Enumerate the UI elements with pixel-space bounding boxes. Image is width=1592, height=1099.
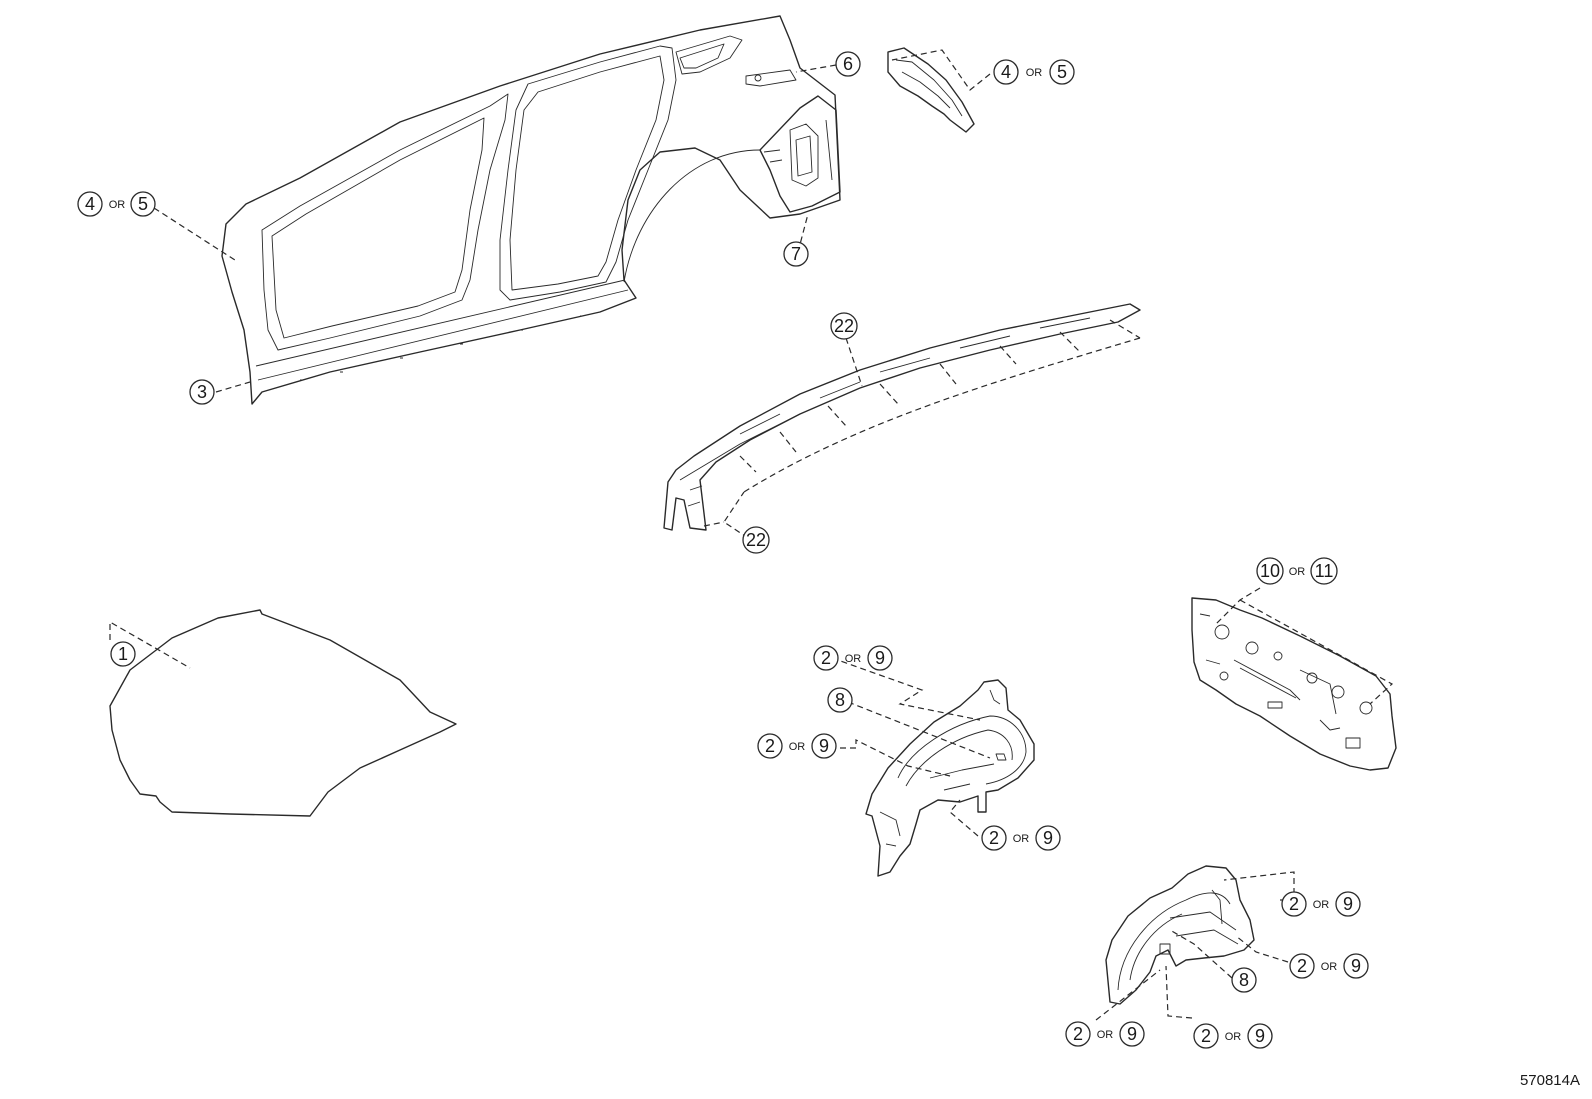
svg-text:OR: OR	[1013, 833, 1030, 845]
roof-side-bracket	[887, 47, 975, 133]
hood-panel	[109, 609, 457, 817]
svg-text:1: 1	[118, 644, 128, 664]
svg-text:7: 7	[791, 244, 801, 264]
svg-text:OR: OR	[1313, 899, 1330, 911]
svg-text:OR: OR	[1289, 566, 1306, 578]
svg-text:OR: OR	[109, 199, 126, 211]
svg-text:6: 6	[843, 54, 853, 74]
callout-2-or-9-c: 2 OR 9	[981, 825, 1061, 851]
svg-text:10: 10	[1260, 561, 1280, 581]
svg-text:OR: OR	[789, 741, 806, 753]
svg-text:9: 9	[875, 648, 885, 668]
callout-4-or-5-left: 4 OR 5	[77, 191, 156, 217]
callout-8-lower: 8	[1231, 967, 1257, 993]
callout-2-or-9-f: 2 OR 9	[1065, 1021, 1145, 1047]
callout-3: 3	[189, 379, 215, 405]
callout-10-or-11: 10 OR 11	[1256, 557, 1338, 585]
svg-text:9: 9	[1255, 1026, 1265, 1046]
svg-text:2: 2	[989, 828, 999, 848]
svg-text:2: 2	[1297, 956, 1307, 976]
svg-text:2: 2	[821, 648, 831, 668]
callout-1: 1	[110, 641, 136, 667]
svg-text:9: 9	[1127, 1024, 1137, 1044]
svg-text:9: 9	[1343, 894, 1353, 914]
svg-text:5: 5	[1057, 62, 1067, 82]
rear-wheel-house-upper	[865, 679, 1035, 877]
svg-text:11: 11	[1315, 561, 1334, 581]
svg-text:22: 22	[746, 530, 766, 550]
callout-22-bottom: 22	[742, 526, 770, 554]
dash-panel	[1191, 597, 1397, 771]
callout-7: 7	[783, 241, 809, 267]
svg-text:OR: OR	[1321, 961, 1338, 973]
svg-text:2: 2	[1289, 894, 1299, 914]
svg-text:9: 9	[1043, 828, 1053, 848]
svg-text:22: 22	[834, 316, 854, 336]
svg-text:4: 4	[85, 194, 95, 214]
callout-2-or-9-g: 2 OR 9	[1193, 1023, 1273, 1049]
drawing-id-label: 570814A	[1519, 1072, 1580, 1089]
svg-text:3: 3	[197, 382, 207, 402]
svg-text:2: 2	[1201, 1026, 1211, 1046]
svg-text:4: 4	[1001, 62, 1011, 82]
callout-22-top: 22	[830, 312, 858, 340]
svg-text:8: 8	[1239, 970, 1249, 990]
callout-8-upper: 8	[827, 687, 853, 713]
svg-text:2: 2	[1073, 1024, 1083, 1044]
callout-2-or-9-d: 2 OR 9	[1281, 891, 1361, 917]
svg-text:OR: OR	[845, 653, 862, 665]
callout-2-or-9-a: 2 OR 9	[813, 645, 893, 671]
svg-text:5: 5	[138, 194, 148, 214]
side-outer-panel	[221, 15, 841, 405]
callout-2-or-9-b: 2 OR 9	[757, 733, 837, 759]
callout-4-or-5-top: 4 OR 5	[993, 59, 1075, 85]
callout-6: 6	[835, 51, 861, 77]
svg-text:2: 2	[765, 736, 775, 756]
svg-text:9: 9	[1351, 956, 1361, 976]
svg-text:OR: OR	[1097, 1029, 1114, 1041]
svg-text:9: 9	[819, 736, 829, 756]
svg-text:8: 8	[835, 690, 845, 710]
svg-text:OR: OR	[1225, 1031, 1242, 1043]
leader-lines	[109, 49, 1394, 1021]
svg-text:OR: OR	[1026, 67, 1043, 79]
roof-side-inner-rail	[663, 303, 1141, 531]
callout-2-or-9-e: 2 OR 9	[1289, 953, 1369, 979]
rear-wheel-house-lower	[1105, 865, 1255, 1005]
